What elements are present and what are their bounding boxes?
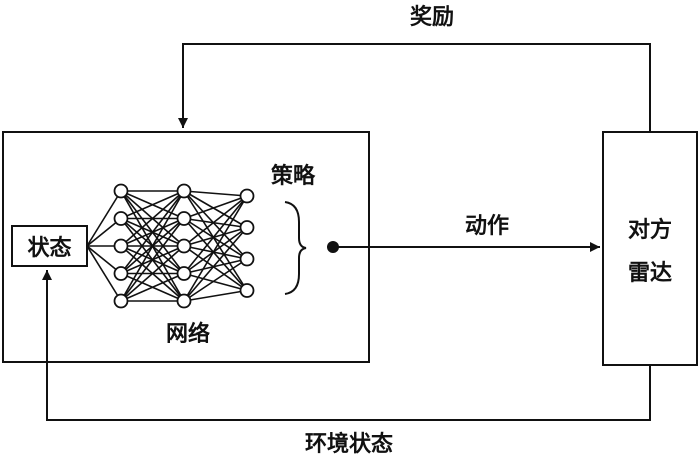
network-node <box>176 266 192 281</box>
network-edge <box>183 245 248 292</box>
network-edge <box>183 217 248 292</box>
network-node <box>239 283 255 298</box>
policy-label: 策略 <box>271 163 316 189</box>
opponent-label-line1: 对方 <box>628 217 672 243</box>
network-node <box>113 293 129 309</box>
input-edge <box>86 245 122 302</box>
network-edge <box>183 195 248 275</box>
input-edge <box>86 190 122 247</box>
network-nodes <box>113 183 255 309</box>
network-node <box>113 211 129 226</box>
policy-brace <box>284 201 307 295</box>
network-node <box>113 238 129 254</box>
network-edge <box>120 190 185 302</box>
network-edge <box>183 245 248 260</box>
opponent-radar-box <box>602 131 698 366</box>
network-edge <box>183 289 248 302</box>
opponent-label-line2: 雷达 <box>628 261 672 286</box>
network-edge <box>183 226 248 275</box>
network-node <box>239 251 255 267</box>
network-edge <box>120 190 185 220</box>
network-node <box>113 183 129 199</box>
network-edge <box>183 190 248 197</box>
env-state-label: 环境状态 <box>305 431 393 457</box>
network-node <box>176 211 192 226</box>
network-node <box>176 238 192 254</box>
state-label: 状态 <box>27 235 71 261</box>
network-node <box>239 220 255 235</box>
network-edge <box>183 217 248 260</box>
network-label: 网络 <box>166 321 210 347</box>
network-edge <box>183 258 248 302</box>
network-edge <box>183 272 248 292</box>
network-edge <box>183 190 248 229</box>
network-edge <box>183 190 248 291</box>
network-edge <box>120 218 185 302</box>
network-edge <box>183 217 248 229</box>
action-label: 动作 <box>465 214 509 239</box>
network-edges <box>86 190 248 302</box>
network-node <box>176 183 192 199</box>
network-edge <box>183 190 248 260</box>
network-node <box>176 293 192 309</box>
network-edge <box>183 258 248 275</box>
network-edge <box>183 195 248 220</box>
network-edge <box>183 195 248 247</box>
env-state-arrow <box>42 270 651 421</box>
network-edge <box>120 190 185 247</box>
network-edge <box>183 226 248 247</box>
network-node <box>113 266 129 281</box>
network-edge <box>120 272 185 302</box>
network-node <box>239 188 255 204</box>
neural-network <box>86 183 255 309</box>
network-edge <box>120 190 185 274</box>
network-edge <box>183 226 248 302</box>
reward-arrow <box>178 43 651 132</box>
reward-label: 奖励 <box>410 4 454 30</box>
network-edge <box>183 195 248 302</box>
network-edge <box>120 245 185 302</box>
